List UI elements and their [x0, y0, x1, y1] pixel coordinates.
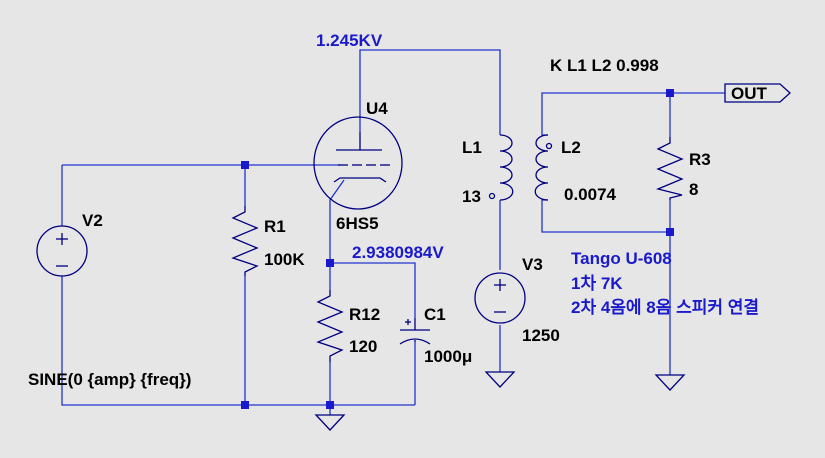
- ground-symbol: [654, 374, 686, 391]
- out-label: OUT: [731, 84, 768, 103]
- tube-symbol: [313, 116, 403, 210]
- note-primary: 1차 7K: [571, 274, 623, 293]
- junction-node: [666, 228, 674, 236]
- r3-value: 8: [689, 180, 698, 199]
- v3-source-symbol: [474, 272, 526, 324]
- r1-symbol: [231, 206, 259, 276]
- tube-model: 6HS5: [336, 214, 379, 233]
- l1-symbol: [488, 134, 514, 201]
- l2-ref: L2: [561, 138, 581, 157]
- l2-symbol: [534, 134, 553, 201]
- r12-ref: R12: [349, 305, 380, 324]
- junction-node: [666, 89, 674, 97]
- junction-node: [326, 401, 334, 409]
- v2-source-symbol: [36, 225, 88, 277]
- l2-value: 0.0074: [564, 185, 617, 204]
- c1-ref: C1: [424, 305, 446, 324]
- r12-value: 120: [349, 337, 377, 356]
- note-secondary: 2차 4옴에 8옴 스피커 연결: [571, 298, 759, 317]
- tube-ref: U4: [366, 99, 388, 118]
- r3-symbol: [655, 137, 684, 200]
- v2-value: SINE(0 {amp} {freq}): [28, 370, 191, 389]
- c1-symbol: [399, 318, 431, 345]
- v2-ref: V2: [82, 211, 103, 230]
- r3-ref: R3: [689, 150, 711, 169]
- junction-node: [241, 401, 249, 409]
- r1-ref: R1: [264, 217, 286, 236]
- out-port-flag: [724, 83, 791, 103]
- l1-value: 13: [462, 187, 481, 206]
- v3-value: 1250: [522, 326, 560, 345]
- v3-ref: V3: [522, 255, 543, 274]
- cathode-voltage-label: 2.9380984V: [352, 243, 444, 262]
- c1-value: 1000μ: [424, 347, 472, 366]
- plate-voltage-label: 1.245KV: [316, 31, 383, 50]
- junction-node: [241, 161, 249, 169]
- note-transformer-model: Tango U-608: [571, 249, 672, 268]
- ground-symbol: [314, 414, 346, 431]
- r12-symbol: [316, 290, 344, 362]
- ground-symbol: [484, 371, 516, 388]
- coupling-directive: K L1 L2 0.998: [550, 56, 659, 75]
- r1-value: 100K: [264, 250, 305, 269]
- l1-ref: L1: [462, 138, 482, 157]
- wires: [61, 49, 725, 415]
- junction-node: [326, 259, 334, 267]
